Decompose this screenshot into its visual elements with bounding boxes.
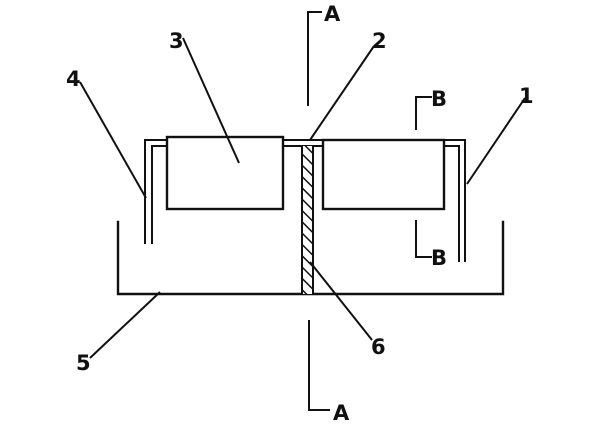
left-block bbox=[165, 135, 285, 211]
section-mark-a-top: A bbox=[324, 2, 341, 26]
callout-2: 2 bbox=[372, 29, 387, 53]
section-line-a bbox=[307, 11, 330, 411]
callout-4: 4 bbox=[66, 67, 81, 91]
leader-lines bbox=[79, 37, 526, 359]
leader-1 bbox=[466, 97, 526, 185]
leader-6 bbox=[309, 261, 373, 341]
section-mark-b-bottom: B bbox=[431, 246, 447, 270]
center-partition bbox=[301, 146, 314, 294]
callout-6: 6 bbox=[371, 335, 386, 359]
callout-5: 5 bbox=[76, 351, 91, 375]
section-line-b bbox=[415, 96, 432, 258]
right-block bbox=[321, 138, 446, 211]
section-mark-a-bottom: A bbox=[333, 401, 350, 425]
callout-3: 3 bbox=[169, 29, 184, 53]
left-bracket bbox=[144, 139, 167, 244]
callout-1: 1 bbox=[519, 84, 534, 108]
leader-3 bbox=[182, 37, 240, 164]
leader-4 bbox=[79, 81, 147, 199]
right-bracket bbox=[444, 139, 466, 262]
leader-5 bbox=[89, 291, 161, 359]
section-mark-b-top: B bbox=[431, 87, 447, 111]
leader-2 bbox=[309, 45, 375, 141]
